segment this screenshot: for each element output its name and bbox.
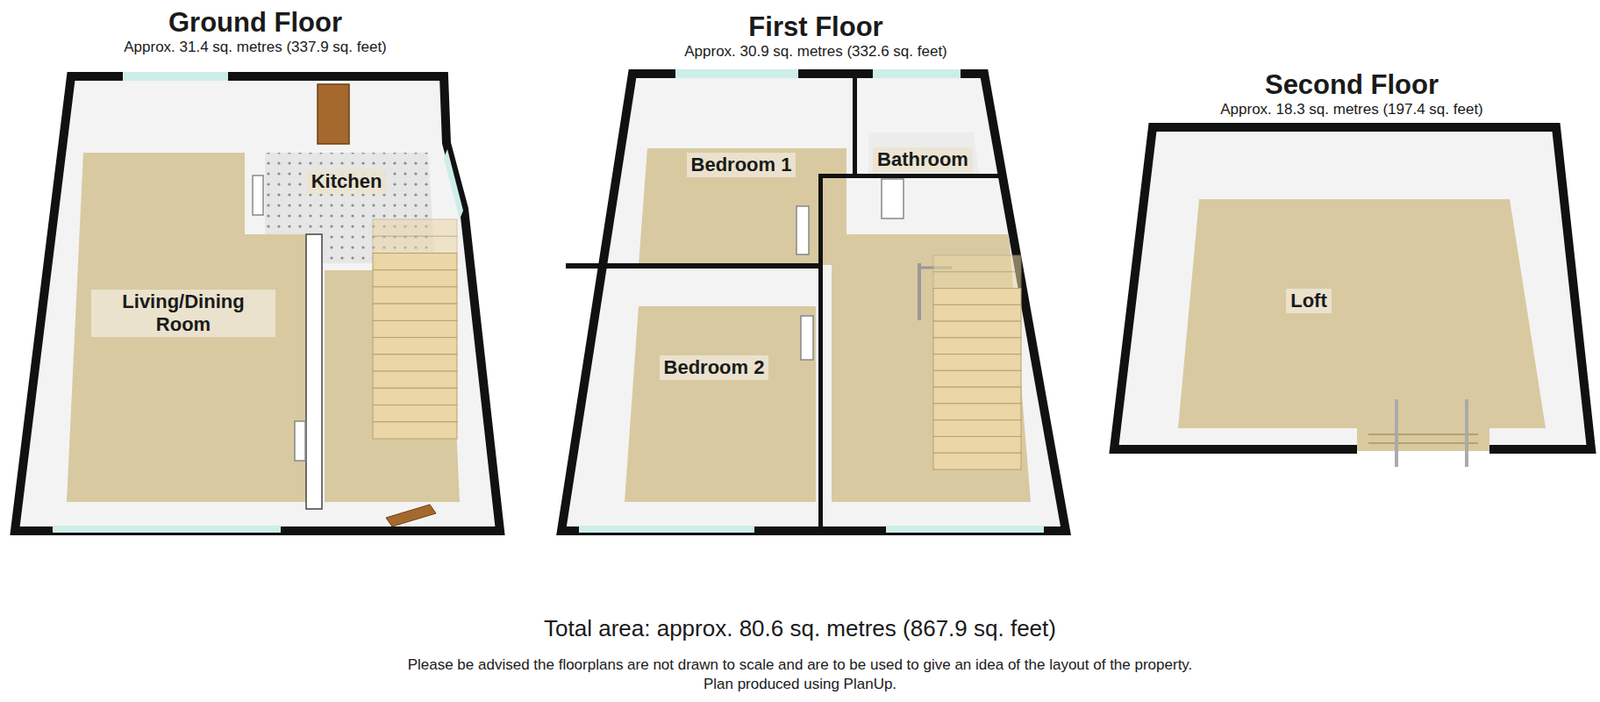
stair-step [933,321,1022,338]
first-floor-drawing [565,263,822,269]
note: Please be advised the floorplans are not… [407,655,1193,674]
note: Plan produced using PlanUp. [703,674,897,693]
second-floor-drawing [1464,399,1469,467]
stair-step [372,354,458,372]
stair-step [372,320,458,337]
stair-step [372,219,458,236]
stair-step [933,403,1022,421]
ground-floor-drawing [317,84,350,144]
floor-heading: First Floor [561,11,1071,43]
ground-floor-drawing [14,76,500,531]
room-label: Living/Dining Room [91,289,276,337]
stair-step [372,405,458,422]
stair-step [933,304,1022,322]
stair-step [933,354,1022,372]
total-area: Total area: approx. 80.6 sq. metres (867… [543,614,1057,642]
stair-step [933,337,1022,355]
stair-step [933,370,1022,387]
first-floor-drawing [675,69,799,79]
floor-heading: Ground Floor [5,7,506,39]
room-label: Kitchen [307,169,387,194]
stair-step [372,371,458,388]
stair-step [372,235,458,253]
first-floor-drawing [796,206,809,255]
ground-floor-drawing [372,219,458,439]
room-label: Bedroom 1 [686,152,797,178]
floor-area: Approx. 30.9 sq. metres (332.6 sq. feet) [561,42,1071,61]
stair-step [372,387,458,405]
first-floor-drawing [818,173,823,531]
ground-floor-drawing [294,421,306,461]
stair-step [933,255,1022,272]
room-area: Living/Dining Room [70,152,308,502]
second-floor-drawing [1178,199,1546,429]
ground-floor-drawing [14,71,500,533]
second-floor-drawing [1114,127,1592,467]
stair-step [372,303,458,321]
room-area: Bathroom [862,132,979,174]
second-floor-drawing [1368,433,1479,436]
room-label: Loft [1285,288,1332,314]
room-area: Bedroom 1 [642,148,847,265]
ground-floor-drawing [324,270,460,502]
second-floor-drawing [1394,399,1399,467]
ground-floor-drawing [443,149,464,220]
stair-step [933,452,1022,470]
room-label: Bedroom 2 [659,355,770,380]
first-floor-drawing [872,69,961,79]
second-floor-drawing [1114,127,1592,450]
first-floor-drawing [831,234,1031,502]
floor-plan: First FloorApprox. 30.9 sq. metres (332.… [561,0,1071,544]
first-floor-drawing [820,173,1005,179]
ground-floor-drawing [252,175,264,215]
first-floor-drawing [561,69,1066,533]
second-floor-drawing [1357,426,1490,451]
stair-step [372,337,458,355]
footer-row: Please be advised the floorplans are not… [0,655,1600,674]
footer-row: Plan produced using PlanUp. [0,674,1600,693]
first-floor-drawing [852,73,858,178]
second-floor-drawing [1368,442,1479,444]
first-floor-drawing [885,525,1044,533]
floor-area: Approx. 31.4 sq. metres (337.9 sq. feet) [5,38,506,57]
first-floor-drawing [881,178,904,219]
stair-step [372,286,458,304]
first-floor-drawing [868,132,979,174]
room-label: Bathroom [872,147,973,172]
first-floor-drawing [578,525,755,533]
floor-plan: Ground FloorApprox. 31.4 sq. metres (337… [5,0,506,544]
room-area: Loft [1199,199,1510,429]
first-floor-drawing [917,263,922,321]
floor-area: Approx. 18.3 sq. metres (197.4 sq. feet) [1107,100,1597,119]
room-area: Kitchen [264,152,450,271]
first-floor-drawing [638,148,847,265]
first-floor-drawing [561,73,1066,531]
footer-row: Total area: approx. 80.6 sq. metres (867… [0,614,1600,642]
room-area: Bedroom 2 [632,306,816,500]
ground-floor-drawing [306,234,322,509]
stair-step [933,386,1022,404]
ground-floor-drawing [52,525,281,533]
stair-step [372,270,458,287]
ground-floor-drawing [385,504,436,527]
first-floor-drawing [933,255,1022,470]
first-floor-drawing [800,315,814,360]
stair-step [933,271,1022,289]
floor-plan: Second FloorApprox. 18.3 sq. metres (197… [1107,0,1597,544]
ground-floor-drawing [122,71,229,81]
stair-step [933,420,1022,437]
stair-step [933,435,1022,453]
floor-heading: Second Floor [1107,69,1597,101]
stair-step [372,252,458,270]
stair-step [372,421,458,439]
second-floor-drawing [1114,127,1592,450]
first-floor-drawing [624,306,816,502]
stair-step [933,288,1022,306]
